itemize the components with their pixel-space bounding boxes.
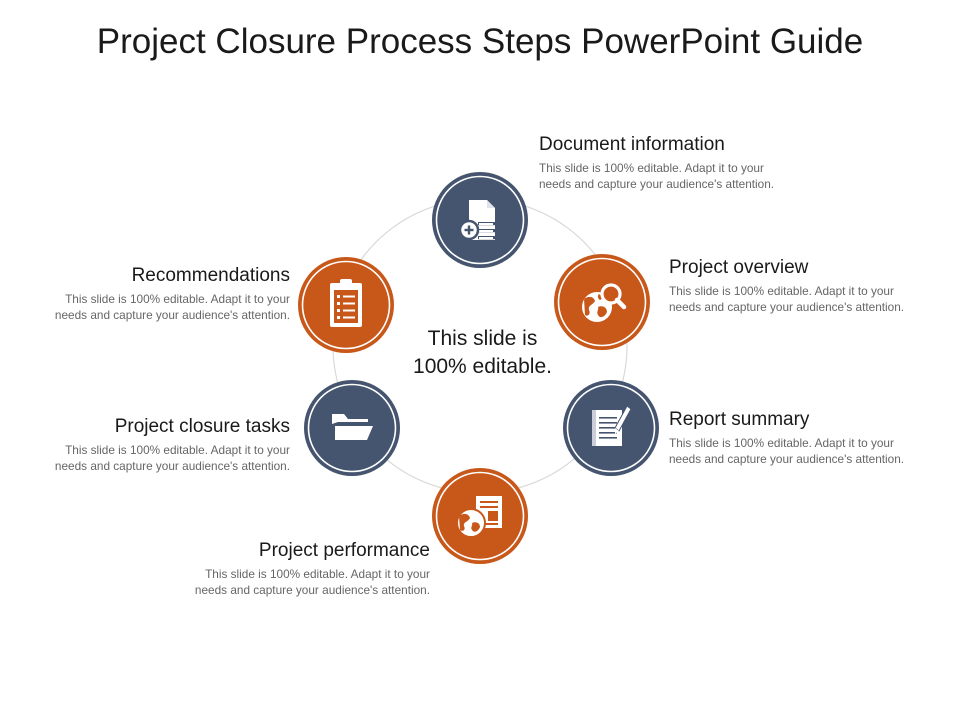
step-description: This slide is 100% editable. Adapt it to… — [669, 284, 905, 314]
step-node-closure — [304, 380, 400, 476]
clipboard-list-icon — [330, 279, 362, 327]
step-text-report: Report summary This slide is 100% editab… — [669, 409, 909, 467]
step-heading: Project closure tasks — [114, 416, 290, 437]
step-text-document: Document information This slide is 100% … — [539, 134, 779, 192]
step-text-recommend: Recommendations This slide is 100% edita… — [50, 265, 290, 323]
step-node-report — [563, 380, 659, 476]
step-text-overview: Project overview This slide is 100% edit… — [669, 257, 909, 315]
step-node-document — [432, 172, 528, 268]
step-heading: Project performance — [258, 540, 430, 561]
slide-title: Project Closure Process Steps PowerPoint… — [96, 22, 864, 61]
center-text: This slide is 100% editable. — [413, 327, 552, 378]
step-description: This slide is 100% editable. Adapt it to… — [669, 436, 905, 466]
step-description: This slide is 100% editable. Adapt it to… — [54, 443, 290, 473]
step-heading: Document information — [539, 134, 725, 155]
globe-document-icon — [456, 496, 502, 538]
step-node-overview — [554, 254, 650, 350]
step-description: This slide is 100% editable. Adapt it to… — [194, 567, 430, 597]
folder-icon — [332, 414, 375, 442]
step-heading: Project overview — [669, 257, 809, 278]
document-plus-icon — [458, 200, 498, 241]
step-node-performance — [432, 468, 528, 564]
step-description: This slide is 100% editable. Adapt it to… — [539, 161, 775, 191]
step-heading: Recommendations — [131, 265, 290, 286]
step-text-performance: Project performance This slide is 100% e… — [190, 540, 430, 598]
step-node-recommend — [298, 257, 394, 353]
step-text-closure: Project closure tasks This slide is 100%… — [50, 416, 290, 474]
step-description: This slide is 100% editable. Adapt it to… — [54, 292, 290, 322]
globe-magnifier-icon — [582, 283, 627, 322]
step-heading: Report summary — [669, 409, 810, 430]
notepad-pen-icon — [592, 405, 632, 446]
